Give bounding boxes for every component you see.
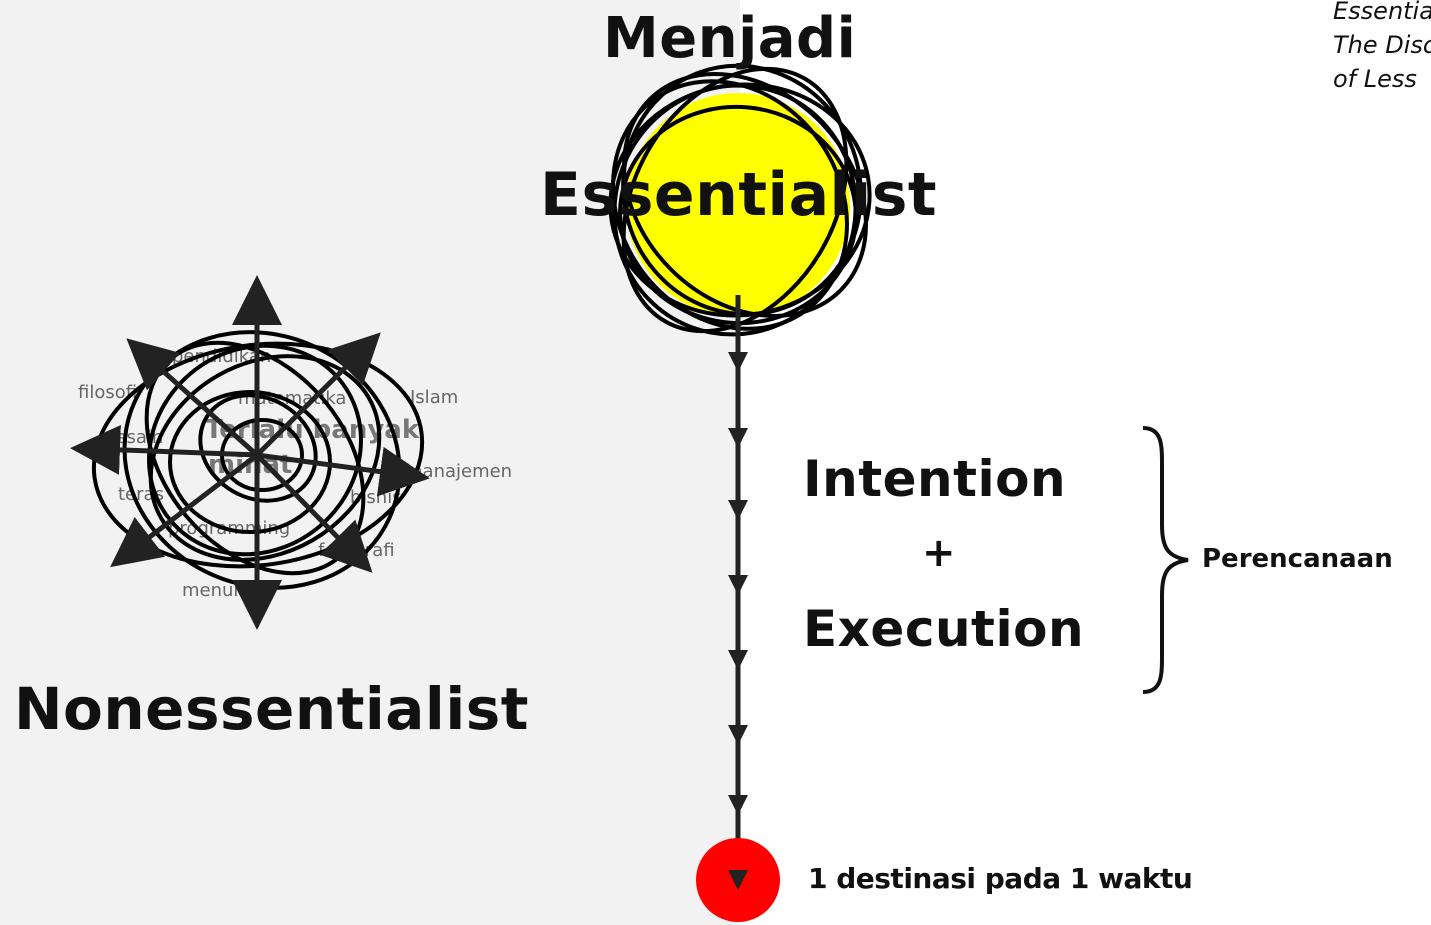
curly-brace — [1142, 426, 1189, 694]
formula-intention: Intention — [803, 450, 1067, 508]
title-menjadi: Menjadi — [603, 6, 857, 71]
essentialist-scribble — [608, 63, 872, 337]
brace-label: Perencanaan — [1202, 544, 1393, 574]
topic-manajemen: manajemen — [405, 461, 513, 482]
topic-islam: Islam — [410, 387, 459, 408]
path-arrowheads — [728, 352, 748, 890]
highlight-circle — [626, 93, 850, 317]
title-nonessentialist: Nonessentialist — [14, 675, 529, 743]
book-quote: Essentialism: The Disciplined Pursuit of… — [1333, 0, 1431, 96]
formula-execution: Execution — [803, 600, 1085, 658]
formula-plus: + — [922, 530, 957, 576]
radiating-arrows — [70, 275, 430, 630]
quote-line-2: The Disciplined Pursuit — [1333, 31, 1431, 59]
destination-label: 1 destinasi pada 1 waktu — [808, 862, 1193, 895]
title-essentialist: Essentialist — [540, 160, 938, 230]
quote-line-1: Essentialism: — [1333, 0, 1431, 25]
quote-line-3: of Less — [1333, 65, 1417, 93]
topic-filosofi: filosofi — [78, 382, 138, 403]
